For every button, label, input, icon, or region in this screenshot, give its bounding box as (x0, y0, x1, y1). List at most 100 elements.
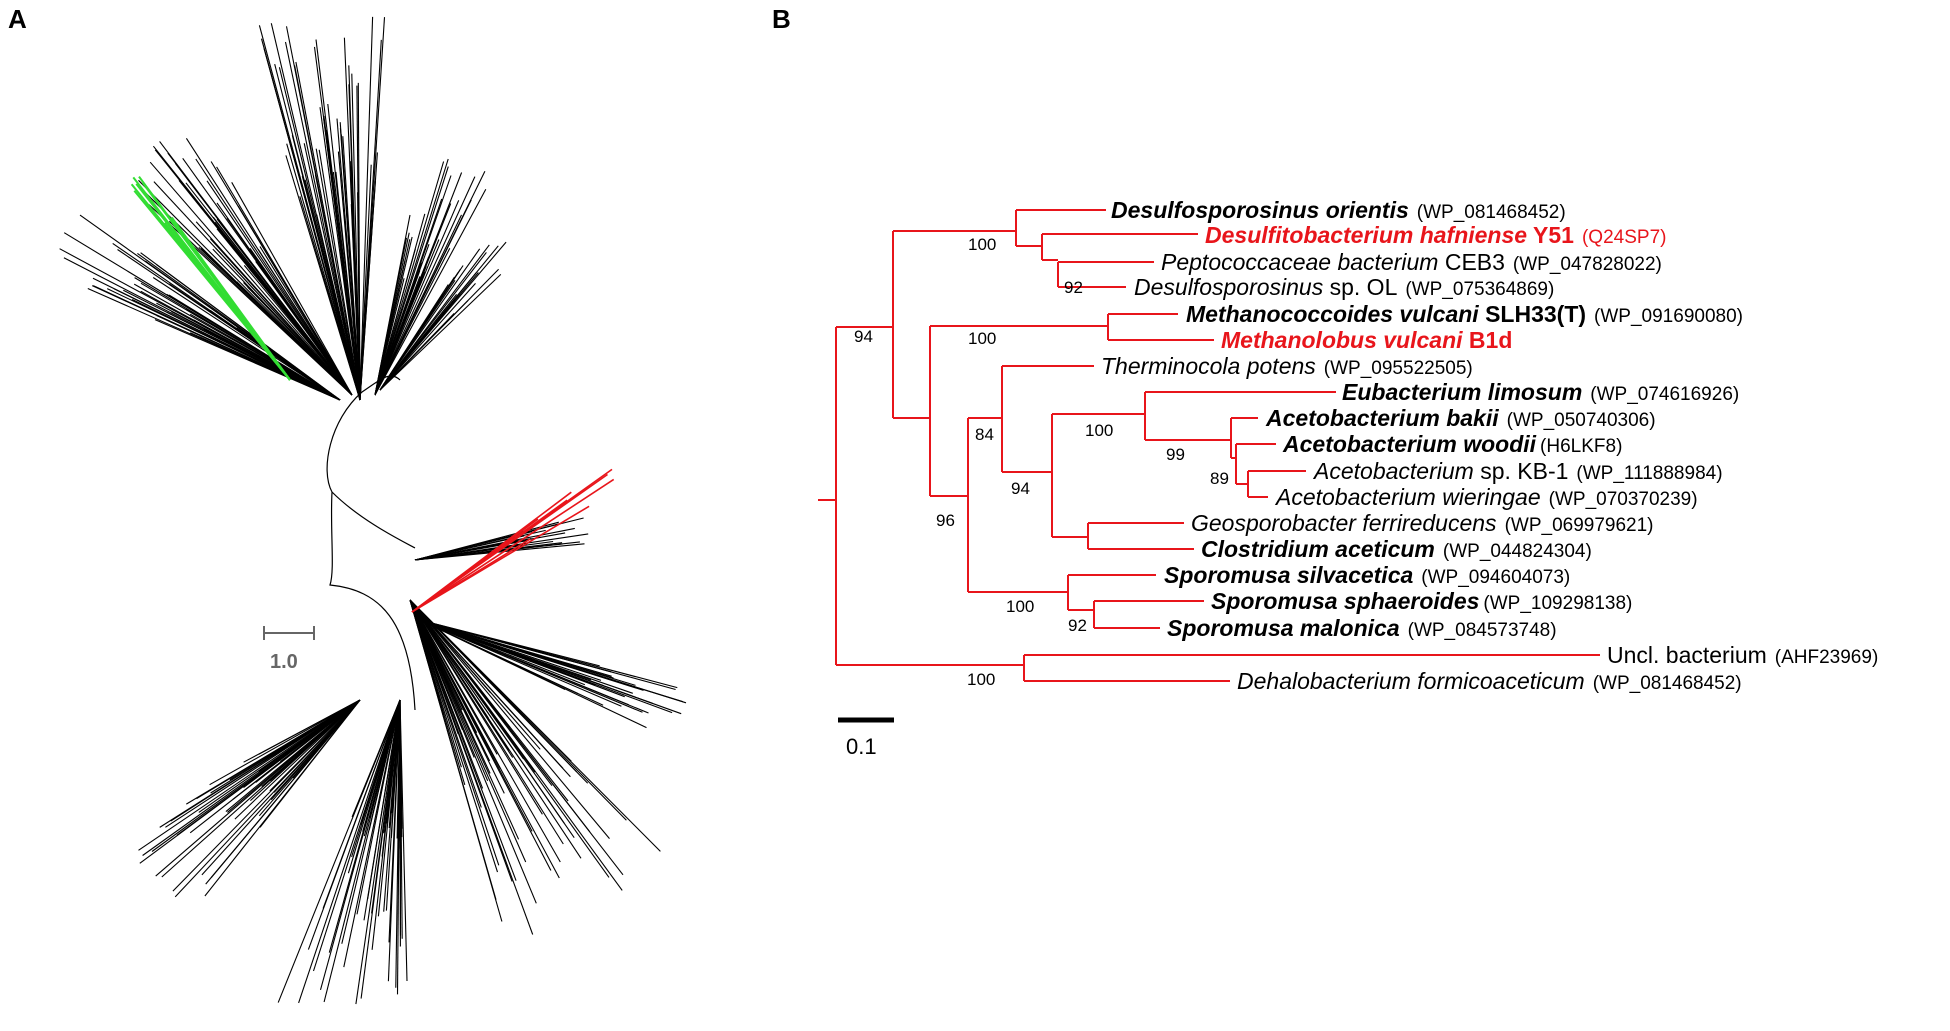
bootstrap-sporomusa: 100 (1006, 597, 1034, 616)
tree-branch (171, 311, 341, 401)
taxon-clostridium-aceticum: Clostridium aceticum(WP_044824304) (1201, 536, 1592, 562)
tree-branch (249, 247, 353, 396)
taxon-desulfosporosinus-sp-ol: Desulfosporosinus sp. OL(WP_075364869) (1134, 274, 1554, 300)
tree-branch (234, 699, 361, 820)
tree-branch (371, 699, 401, 950)
tree-branch (419, 619, 633, 694)
taxon-eubacterium-limosum: Eubacterium limosum(WP_074616926) (1342, 379, 1739, 405)
unrooted-tree-panel: 1.0 (59, 16, 687, 1005)
tree-branch (379, 268, 461, 391)
tree-branch (277, 699, 401, 1003)
tree-branch (159, 141, 353, 396)
tree-branch (360, 699, 401, 999)
tree-branch (356, 85, 361, 401)
tree-branch (312, 699, 401, 972)
tree-branch (409, 599, 561, 863)
taxon-sporomusa-silvacetica: Sporomusa silvacetica(WP_094604073) (1164, 562, 1570, 588)
taxon-sporomusa-malonica: Sporomusa malonica(WP_084573748) (1167, 615, 1557, 641)
tree-branch (374, 189, 487, 396)
tree-branch (359, 39, 382, 401)
tree-branch (307, 699, 401, 950)
panel-b-label: B (772, 4, 791, 34)
bootstrap-eubacterium: 100 (1085, 421, 1113, 440)
tree-branch (285, 26, 361, 401)
tree-branch (409, 599, 610, 839)
scale-bar-b-label: 0.1 (846, 734, 877, 759)
tree-branch (419, 619, 649, 714)
taxon-therminocola-potens: Therminocola potens(WP_095522505) (1101, 353, 1473, 379)
tree-branch (138, 179, 353, 396)
tree-branch (419, 619, 612, 677)
tree-branch (351, 73, 361, 401)
tree-branch (168, 294, 341, 401)
tree-branch (388, 699, 401, 943)
tree-branch (298, 699, 401, 1004)
green-highlight-clade (130, 176, 291, 381)
taxon-uncl-bacterium: Uncl. bacterium(AHF23969) (1607, 642, 1878, 668)
tree-branch (409, 599, 500, 866)
tree-branch (379, 248, 481, 391)
tree-branch (409, 599, 571, 778)
scale-bar-a-label: 1.0 (270, 651, 298, 673)
taxon-desulfitobacterium-hafniense: Desulfitobacterium hafniense Y51(Q24SP7) (1205, 222, 1666, 248)
tree-branch (292, 699, 361, 779)
tree-branch (258, 25, 361, 401)
tree-branch (209, 699, 361, 786)
tree-branch (414, 517, 584, 561)
tree-branch (355, 699, 401, 1005)
tree-branch (363, 699, 401, 921)
tree-branch (303, 143, 361, 401)
bootstrap-methanogens: 100 (968, 329, 996, 348)
tree-branch (411, 505, 590, 613)
tree-branch (409, 599, 501, 769)
taxon-acetobacterium-wieringae: Acetobacterium wieringae(WP_070370239) (1274, 484, 1698, 510)
tree-branch (209, 238, 353, 396)
tree-branch (140, 282, 341, 401)
tree-branch (379, 313, 455, 391)
tree-branch (374, 158, 449, 396)
tree-branch (339, 122, 361, 401)
bootstrap-acetogen-clade: 96 (936, 511, 955, 530)
scale-bar-b: 0.1 (838, 717, 894, 759)
tree-branch (243, 699, 361, 763)
tree-branch (152, 145, 353, 396)
tree-branch (59, 248, 341, 401)
tree-branch (409, 599, 475, 758)
taxon-sporomusa-sphaeroides: Sporomusa sphaeroides(WP_109298138) (1211, 588, 1632, 614)
taxon-methanococcoides-vulcani: Methanococcoides vulcani SLH33(T)(WP_091… (1186, 301, 1743, 327)
tree-branch (347, 699, 401, 874)
tree-branch (356, 699, 401, 915)
tree-branch (140, 252, 341, 401)
tree-branch (123, 289, 341, 401)
tree-branch (409, 599, 575, 839)
tree-branch (374, 161, 445, 396)
bootstrap-aceto-group: 94 (1011, 479, 1030, 498)
tree-branch (414, 540, 554, 561)
tree-branch (411, 499, 568, 613)
bootstrap-therminocola: 84 (975, 425, 994, 444)
tree-branch (419, 619, 676, 691)
tree-branch (414, 543, 563, 561)
tree-branch (315, 39, 361, 401)
tree-branch (409, 599, 445, 716)
bootstrap-peptococcaceae: 92 (1064, 278, 1083, 297)
tree-branch (359, 16, 374, 401)
tree-branch (201, 699, 361, 876)
bootstrap-orientis-clade: 100 (968, 235, 996, 254)
tree-branch (155, 699, 361, 877)
tree-branch (374, 236, 413, 396)
tree-branch (379, 241, 507, 391)
phylogram-panel: 100 92 94 100 96 84 94 100 99 89 100 92 … (818, 197, 1878, 759)
tree-branch (374, 245, 406, 396)
tree-branch (388, 699, 401, 829)
tree-branch (374, 200, 460, 396)
taxon-dehalobacterium-formicoaceticum: Dehalobacterium formicoaceticum(WP_08146… (1237, 668, 1742, 694)
tree-branch (409, 599, 564, 845)
tree-branch (156, 315, 341, 401)
tree-branch (414, 529, 546, 561)
tree-branch (409, 599, 510, 751)
tree-branch (269, 699, 361, 792)
tree-branch (409, 599, 499, 873)
tree-branch (374, 699, 401, 798)
